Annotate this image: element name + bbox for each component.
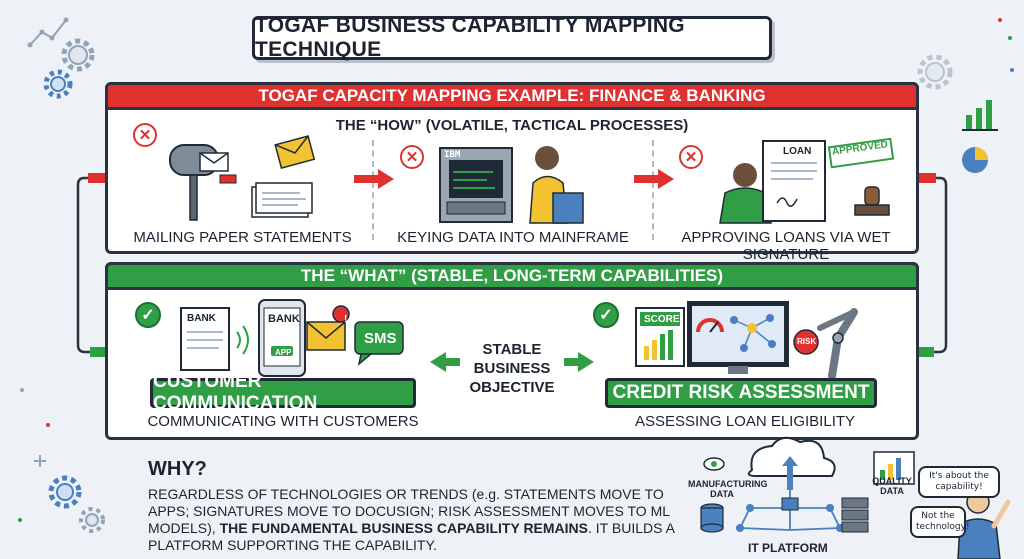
line-chart-icon — [27, 17, 69, 48]
separator — [652, 140, 654, 240]
gear-icon — [79, 507, 105, 533]
capability-credit-risk-assessment: CREDIT RISK ASSESSMENT — [605, 378, 877, 408]
mailbox-icon — [169, 135, 316, 221]
page-title: TOGAF BUSINESS CAPABILITY MAPPING TECHNI… — [252, 14, 772, 61]
capability-customer-communication: CUSTOMER COMMUNICATION — [150, 371, 416, 414]
gear-icon — [61, 38, 95, 72]
speech-bubble: Not the technology! — [910, 506, 970, 538]
why-title: WHY? — [148, 458, 207, 480]
gear-icon — [48, 475, 82, 509]
check-mark-icon: ✓ — [135, 302, 161, 328]
database-icon — [700, 503, 724, 533]
what-section-header: THE “WHAT” (STABLE, LONG-TERM CAPABILITI… — [105, 262, 919, 290]
loan-label: LOAN — [783, 146, 812, 157]
bar-chart-icon — [962, 100, 998, 131]
why-text: REGARDLESS OF TECHNOLOGIES OR TRENDS (e.… — [148, 486, 675, 553]
communication-channels-icon — [180, 299, 404, 377]
how-item-caption: KEYING DATA INTO MAINFRAME — [397, 229, 629, 246]
score-label: SCORE — [644, 314, 680, 325]
gear-icon — [917, 54, 953, 90]
it-platform-illustration — [700, 436, 1011, 559]
mainframe-terminal-icon — [439, 146, 584, 224]
manufacturing-data-label: MANUFACTURING DATA — [688, 479, 768, 499]
x-mark-icon: ✕ — [133, 123, 157, 147]
speech-bubble: It's about the capability! — [918, 466, 1000, 498]
how-item-caption: MAILING PAPER STATEMENTS — [133, 229, 352, 246]
loan-document-icon — [719, 137, 895, 224]
sms-label: SMS — [364, 330, 397, 347]
sparkle-icon — [34, 455, 46, 467]
ibm-label: IBM — [444, 150, 461, 160]
separator — [372, 140, 374, 240]
arrow-right-icon — [634, 169, 674, 189]
server-icon — [841, 497, 869, 533]
double-arrow-icon — [430, 352, 594, 372]
how-subtitle: THE “HOW” (VOLATILE, TACTICAL PROCESSES) — [335, 117, 689, 134]
how-item-caption: APPROVING LOANS VIA WET SIGNATURE — [681, 229, 891, 263]
quality-data-label: QUALITY DATA — [872, 476, 912, 496]
bank-statement-label: BANK — [187, 313, 216, 324]
bank-app-label: BANK — [268, 313, 300, 325]
risk-label: RISK — [797, 337, 817, 346]
app-label: APP — [275, 348, 292, 357]
it-platform-label: IT PLATFORM — [748, 541, 828, 555]
arrow-right-icon — [354, 169, 394, 189]
capability-caption: COMMUNICATING WITH CUSTOMERS — [147, 413, 419, 430]
risk-analytics-icon — [635, 301, 858, 378]
how-section-header: TOGAF CAPACITY MAPPING EXAMPLE: FINANCE … — [105, 82, 919, 110]
check-mark-icon: ✓ — [593, 302, 619, 328]
x-mark-icon: ✕ — [400, 145, 424, 169]
stable-objective-label: STABLE BUSINESS OBJECTIVE — [469, 341, 555, 396]
x-mark-icon: ✕ — [679, 145, 703, 169]
gear-icon — [43, 69, 73, 99]
pie-chart-icon — [962, 147, 988, 173]
capability-caption: ASSESSING LOAN ELIGIBILITY — [634, 413, 856, 430]
